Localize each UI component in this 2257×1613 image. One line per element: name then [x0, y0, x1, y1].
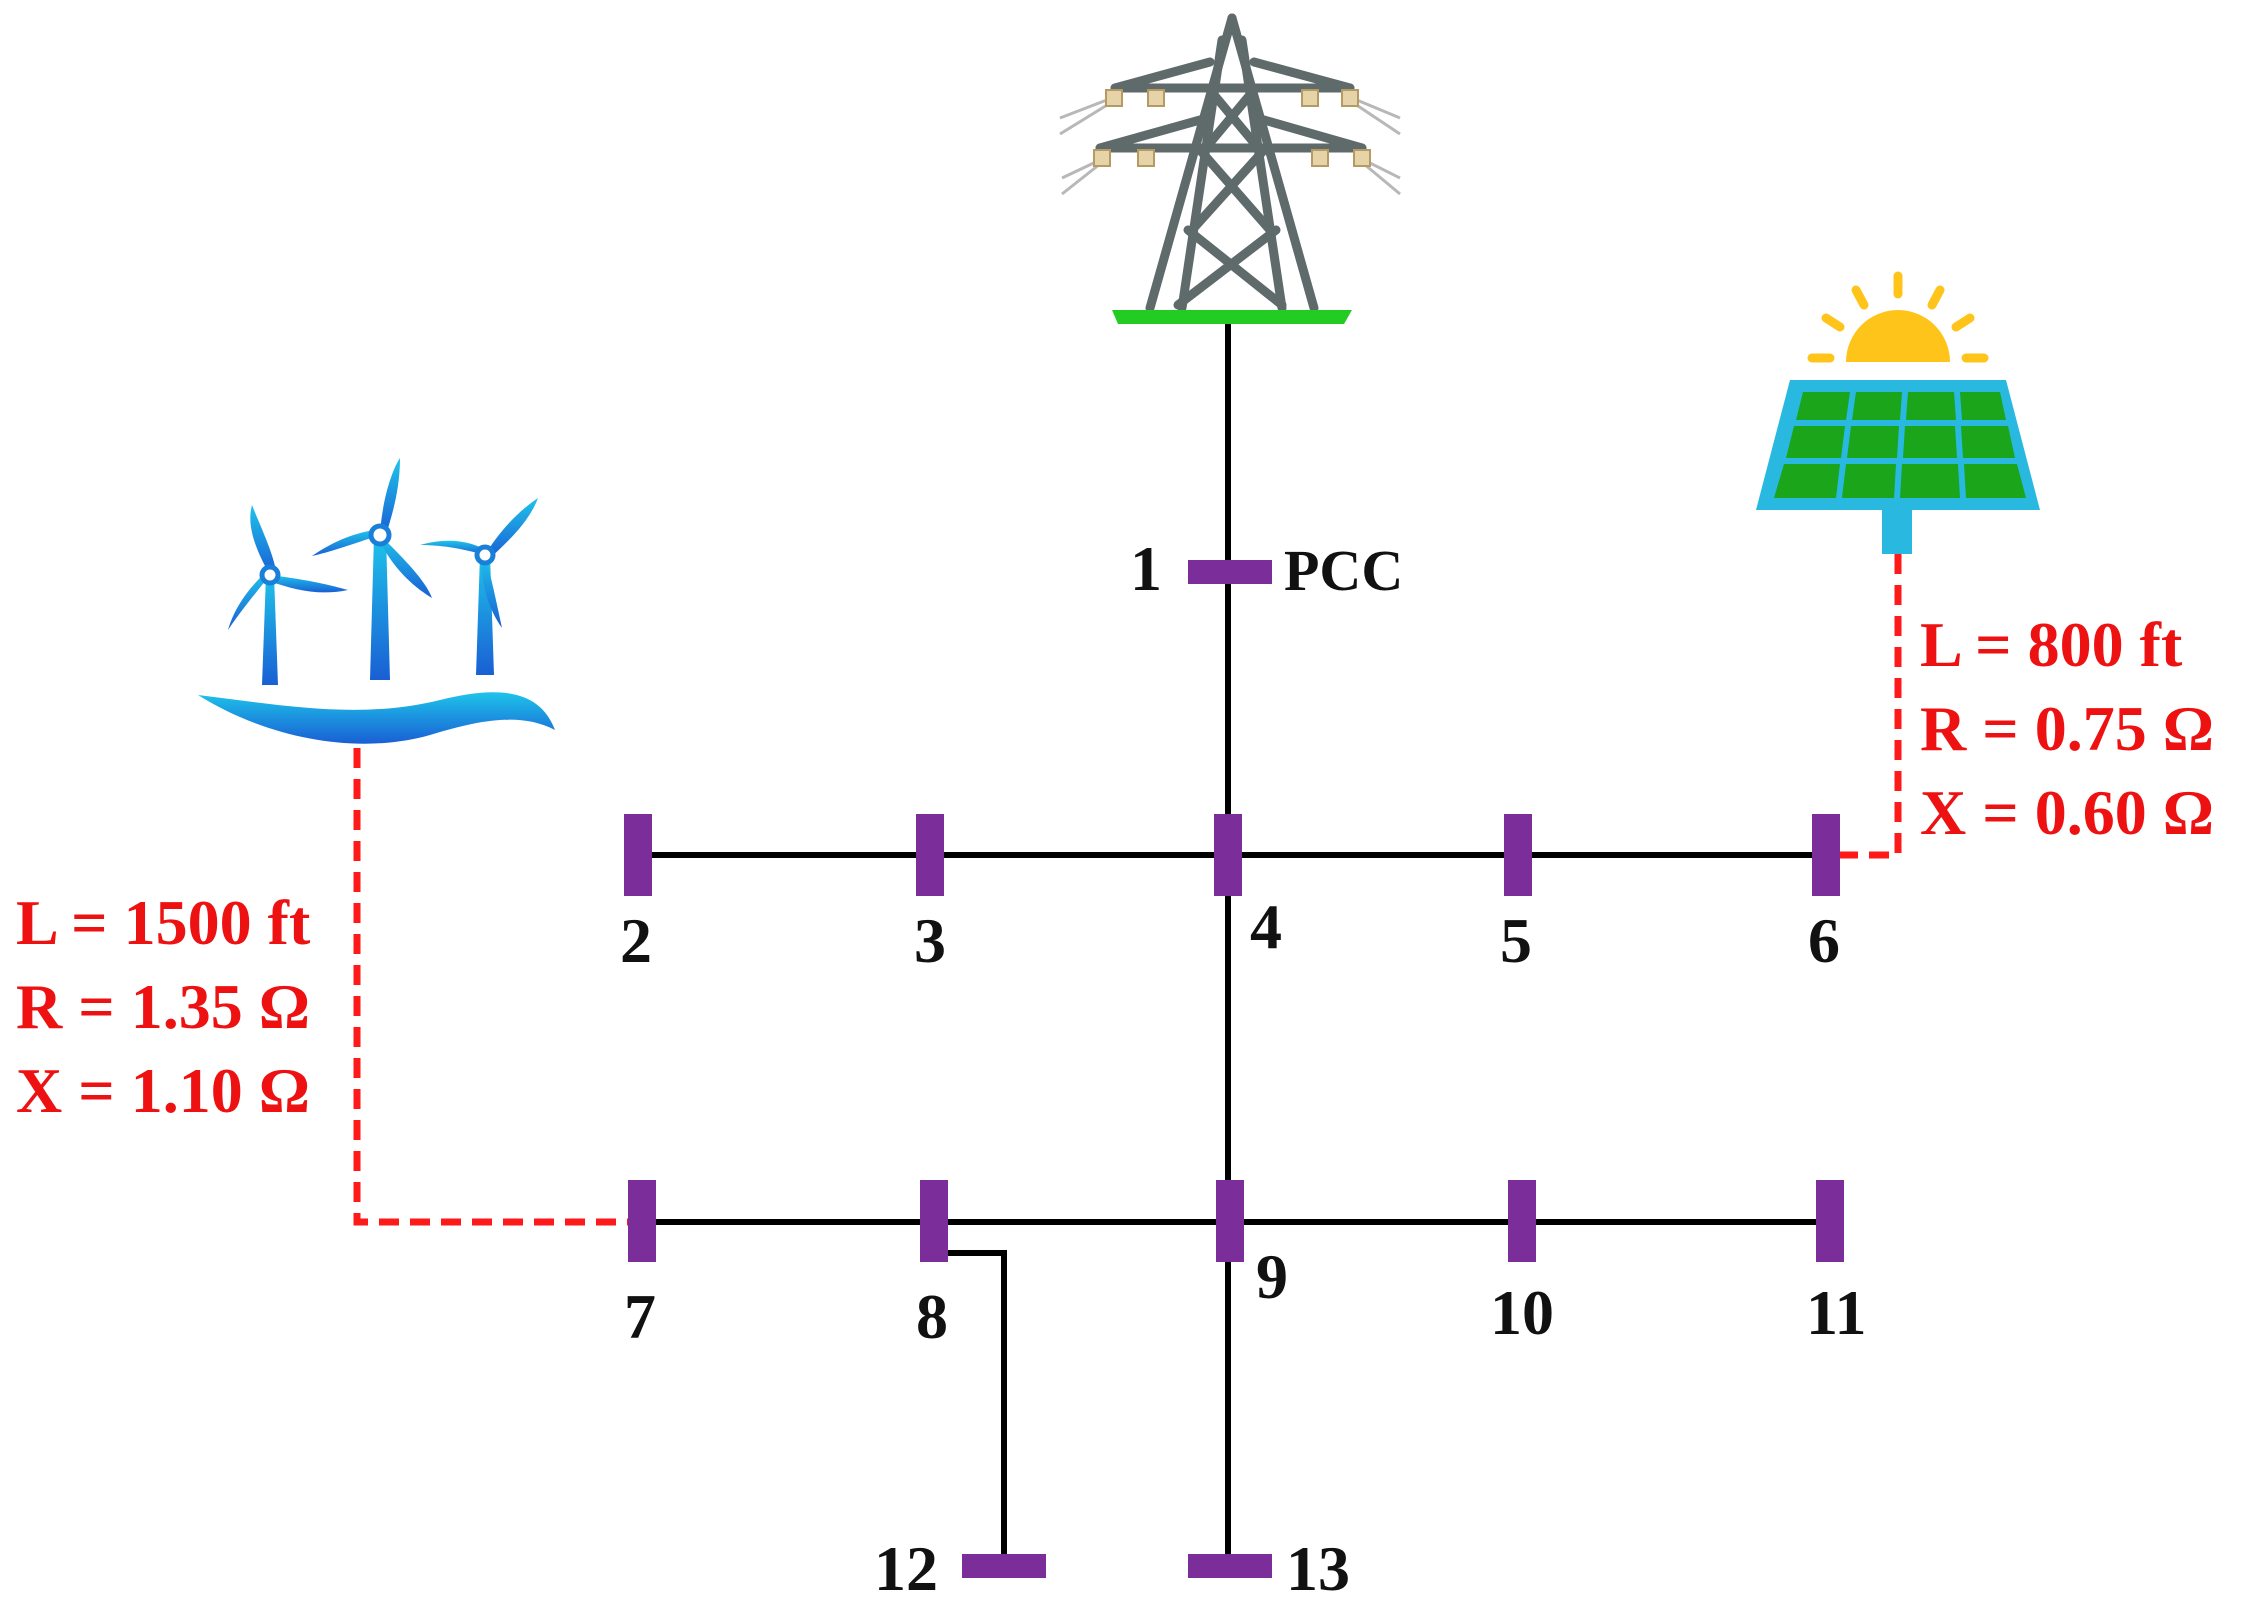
lateral-line-8-12 — [934, 1250, 1007, 1565]
bus-label-9: 9 — [1256, 1241, 1288, 1312]
network-lines — [638, 324, 1828, 1565]
bus-bar-2 — [624, 814, 652, 896]
bus-bar-4 — [1214, 814, 1242, 896]
pv-connection-line — [1838, 554, 1902, 859]
pv-line-length: L = 800 ft — [1920, 609, 2183, 680]
bus-label-8: 8 — [916, 1281, 948, 1352]
wind-line-length: L = 1500 ft — [16, 887, 311, 958]
wind-line-reactance: X = 1.10 Ω — [16, 1055, 310, 1126]
bus-bar-8 — [920, 1180, 948, 1262]
bus-bar-12 — [962, 1554, 1046, 1578]
wind-line-resistance: R = 1.35 Ω — [16, 971, 310, 1042]
bus-bar-6 — [1812, 814, 1840, 896]
bus-label-1: 1 — [1130, 533, 1162, 604]
wind-turbine-icon — [198, 458, 555, 744]
bus-label-2: 2 — [620, 905, 652, 976]
wind-connection-line — [353, 748, 628, 1226]
bus-label-11: 11 — [1806, 1277, 1866, 1348]
bus-bar-9 — [1216, 1180, 1244, 1262]
bus-bars — [624, 560, 1844, 1578]
bus-bar-13 — [1188, 1554, 1272, 1578]
bus-label-12: 12 — [874, 1533, 938, 1604]
bus-label-4: 4 — [1250, 891, 1282, 962]
pv-line-resistance: R = 0.75 Ω — [1920, 693, 2214, 764]
bus-label-3: 3 — [914, 905, 946, 976]
pcc-label: PCC — [1284, 538, 1403, 603]
bus-label-13: 13 — [1286, 1533, 1350, 1604]
bus-label-7: 7 — [624, 1281, 656, 1352]
bus-bar-7 — [628, 1180, 656, 1262]
bus-label-6: 6 — [1808, 905, 1840, 976]
solar-panel-icon — [1756, 271, 2040, 554]
bus-bar-11 — [1816, 1180, 1844, 1262]
bus-bar-10 — [1508, 1180, 1536, 1262]
pv-line-reactance: X = 0.60 Ω — [1920, 777, 2214, 848]
dg-lines — [353, 554, 1902, 1226]
bus-label-10: 10 — [1490, 1277, 1554, 1348]
transmission-tower-icon — [1059, 13, 1401, 324]
bus-bar-5 — [1504, 814, 1532, 896]
bus-bar-1 — [1188, 560, 1272, 584]
bus-bar-3 — [916, 814, 944, 896]
bus-label-5: 5 — [1500, 905, 1532, 976]
